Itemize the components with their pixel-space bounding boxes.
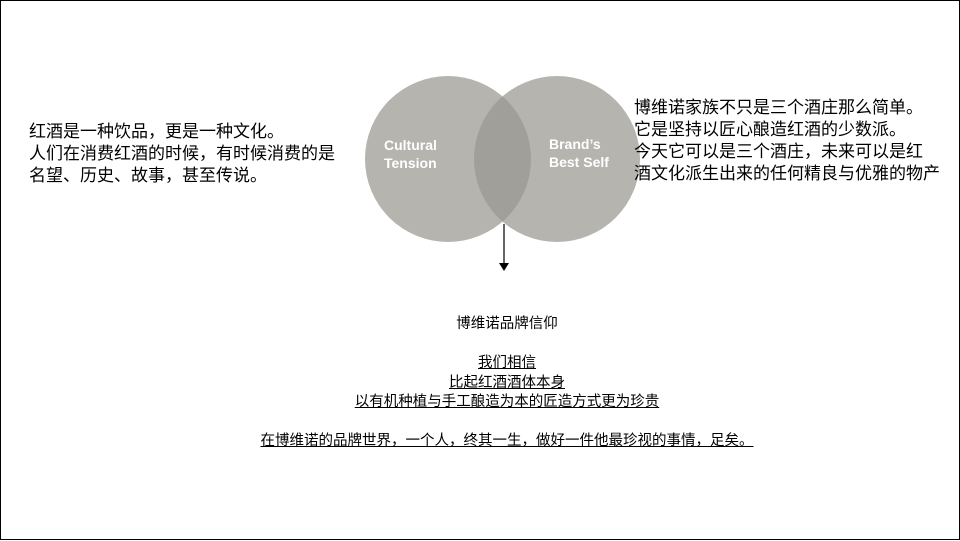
venn-left-label-line1: Cultural: [384, 137, 437, 153]
down-arrow: [499, 224, 509, 271]
right-text-line: 酒文化派生出来的任何精良与优雅的物产: [634, 164, 940, 184]
right-text-line: 今天它可以是三个酒庄，未来可以是红: [634, 142, 923, 162]
venn-left-label-line2: Tension: [384, 155, 437, 171]
venn-right-label-line2: Best Self: [549, 154, 609, 170]
left-text-block: 红酒是一种饮品，更是一种文化。 人们在消费红酒的时候，有时候消费的是 名望、历史…: [29, 121, 369, 187]
belief-closing: 在博维诺的品牌世界，一个人，终其一生，做好一件他最珍视的事情，足矣。: [260, 433, 754, 449]
belief-spacer: [1, 335, 960, 355]
right-text-line: 博维诺家族不只是三个酒庄那么简单。: [634, 98, 923, 118]
left-text-line: 名望、历史、故事，甚至传说。: [29, 166, 267, 186]
venn-right-label-line1: Brand’s: [549, 136, 601, 152]
belief-line: 比起红酒酒体本身: [449, 374, 565, 391]
belief-line: 我们相信: [478, 355, 536, 371]
left-text-line: 人们在消费红酒的时候，有时候消费的是: [29, 144, 335, 164]
brand-belief-block: 博维诺品牌信仰 我们相信 比起红酒酒体本身 以有机种植与手工酿造为本的匠造方式更…: [1, 315, 960, 452]
belief-title: 博维诺品牌信仰: [456, 316, 558, 332]
right-text-block: 博维诺家族不只是三个酒庄那么简单。 它是坚持以匠心酿造红酒的少数派。 今天它可以…: [634, 97, 960, 185]
belief-spacer: [1, 413, 960, 433]
right-text-line: 它是坚持以匠心酿造红酒的少数派。: [634, 120, 906, 140]
left-text-line: 红酒是一种饮品，更是一种文化。: [29, 122, 284, 142]
venn-overlap: [474, 76, 531, 242]
belief-line: 以有机种植与手工酿造为本的匠造方式更为珍贵: [354, 394, 660, 410]
